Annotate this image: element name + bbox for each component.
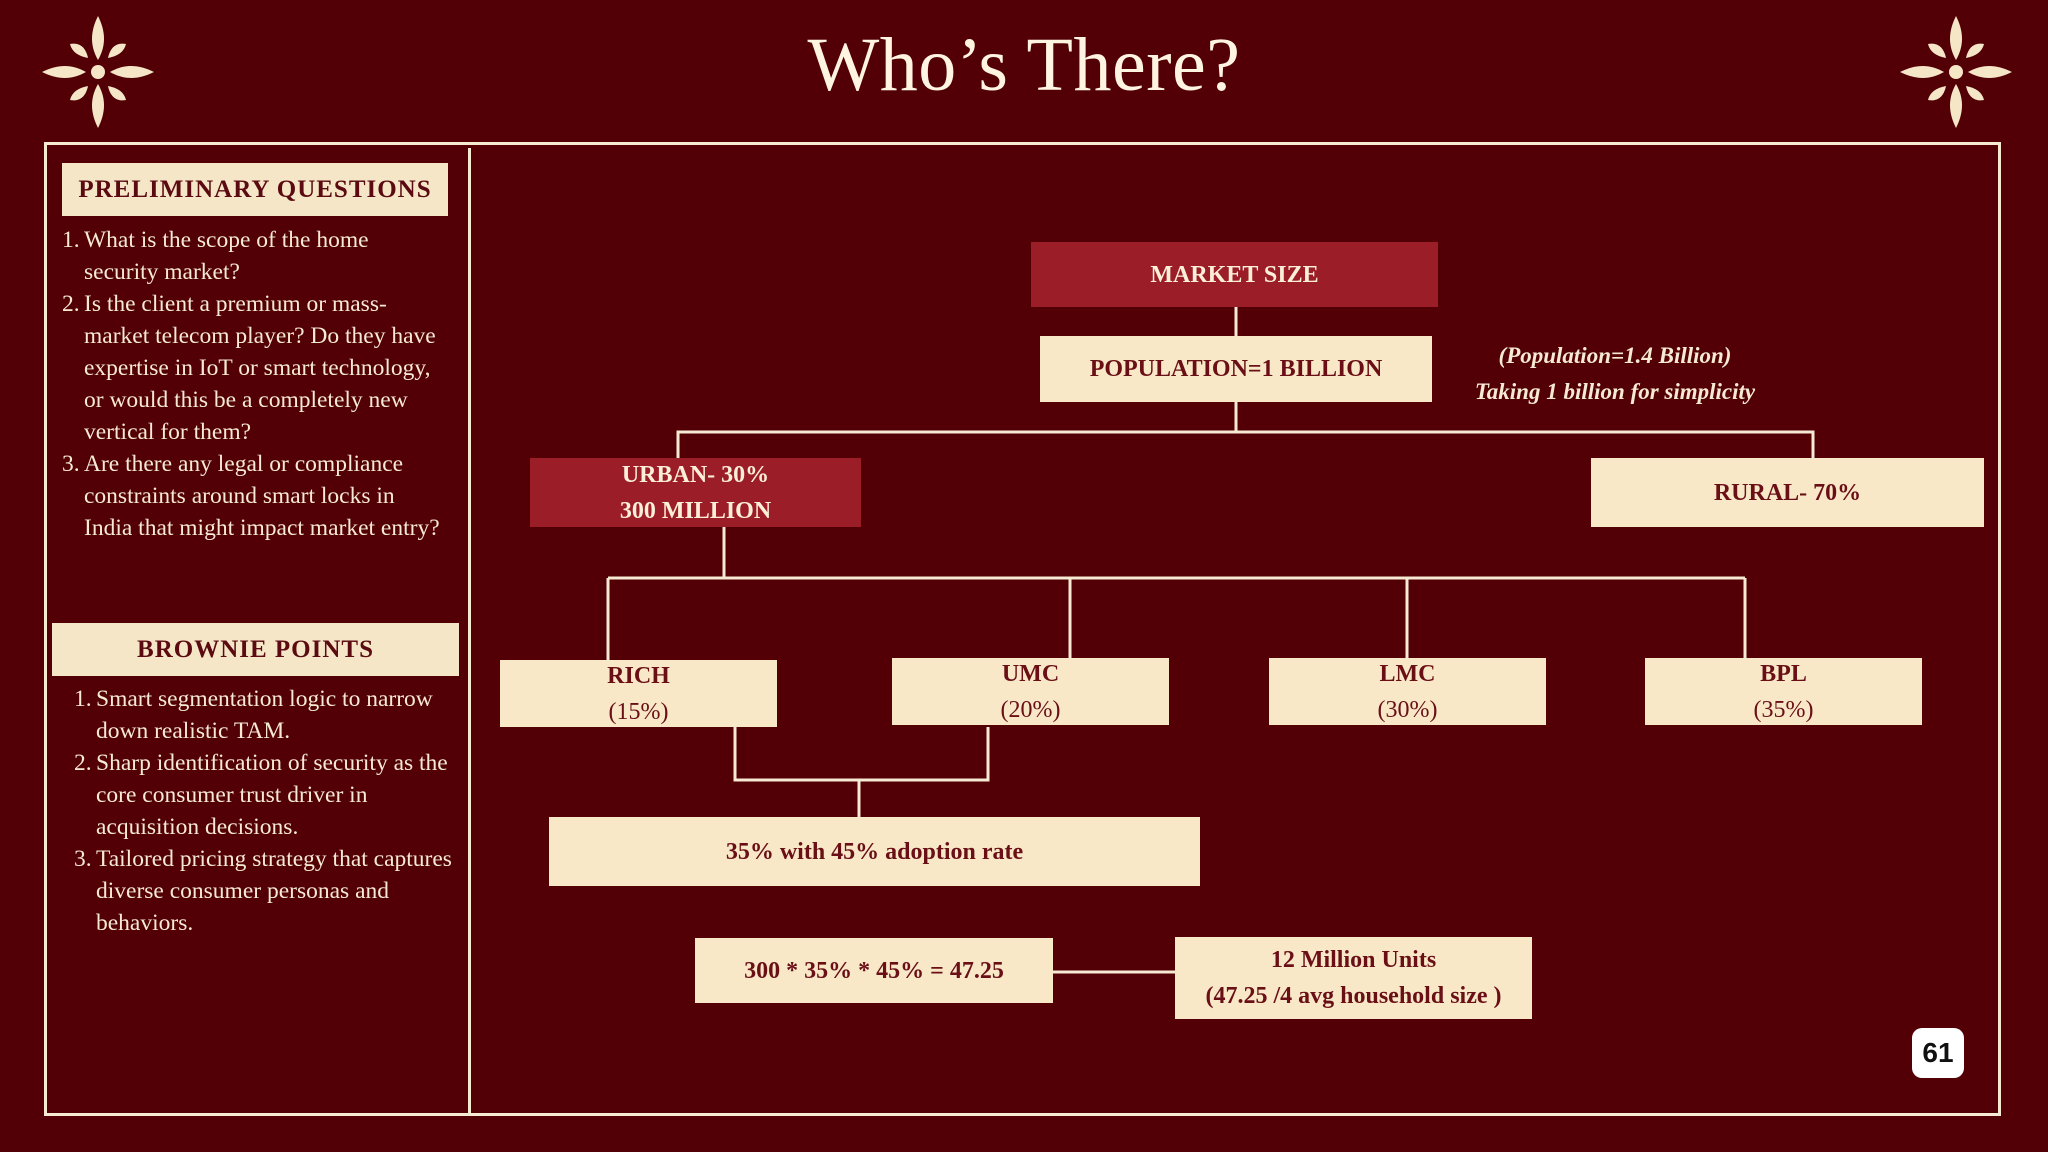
list-item-line: Smart segmentation logic to narrow [96,686,433,712]
list-item-line: market telecom player? Do they have [84,323,436,349]
market-size-label: MARKET SIZE [1150,261,1319,288]
list-item-line: Is the client a premium or mass- [84,291,387,317]
list-item: 2.Sharp identification of security as th… [74,747,464,843]
list-item-line: diverse consumer personas and [96,878,390,904]
rural-box: RURAL- 70% [1591,458,1984,527]
slide-title: Who’s There? [807,23,1241,107]
urban-value: 300 MILLION [619,497,772,524]
segment-umc-box: UMC (20%) [892,658,1169,725]
segment-name: LMC [1379,660,1436,687]
calculation-box: 300 * 35% * 45% = 47.25 [695,938,1053,1003]
segment-share: (30%) [1377,696,1438,723]
segment-name: BPL [1760,660,1807,687]
list-item: 3.Tailored pricing strategy that capture… [74,843,464,939]
rural-label: RURAL- 70% [1713,479,1862,506]
segment-share: (35%) [1753,696,1814,723]
brownie-points-list: 1.Smart segmentation logic to narrow down… [74,683,464,939]
list-item: 2.Is the client a premium or mass-market… [62,288,462,448]
list-item-line: constraints around smart locks in [84,483,395,509]
population-note-line: (Population=1.4 Billion) [1498,343,1732,368]
brownie-points-heading: BROWNIE POINTS [52,623,459,676]
list-item-number: 1. [62,227,80,253]
result-box: 12 Million Units (47.25 /4 avg household… [1175,937,1532,1019]
urban-box: URBAN- 30% 300 MILLION [530,458,861,527]
list-item-line: or would this be a completely new [84,387,408,413]
list-item-line: Tailored pricing strategy that captures [96,846,452,872]
list-item-number: 2. [62,291,80,317]
segment-name: UMC [1001,660,1060,687]
list-item-line: core consumer trust driver in [96,782,368,808]
result-label: 12 Million Units [1270,947,1437,973]
column-divider [468,148,471,1116]
floral-ornament-icon [1900,16,2012,128]
list-item-line: down realistic TAM. [96,718,291,744]
list-item-number: 3. [62,451,80,477]
page-number-badge: 61 [1912,1028,1964,1078]
list-item: 1.Smart segmentation logic to narrow down… [74,683,464,747]
list-item-line: Sharp identification of security as the [96,750,448,776]
population-label: POPULATION=1 BILLION [1089,356,1383,382]
preliminary-questions-list: 1.What is the scope of the home security … [62,224,462,544]
segment-lmc-box: LMC (30%) [1269,658,1546,725]
segment-share: (20%) [1000,696,1061,723]
list-item-line: Are there any legal or compliance [84,451,404,477]
list-item-line: India that might impact market entry? [84,515,440,541]
segment-share: (15%) [608,698,669,725]
population-note-line: Taking 1 billion for simplicity [1474,379,1756,404]
preliminary-questions-heading: PRELIMINARY QUESTIONS [62,163,448,216]
population-box: POPULATION=1 BILLION [1040,336,1432,402]
list-item-line: acquisition decisions. [96,814,299,840]
adoption-label: 35% with 45% adoption rate [725,838,1024,865]
urban-label: URBAN- 30% [621,461,770,488]
segment-name: RICH [607,662,670,689]
content-frame [44,142,2001,1116]
population-note: (Population=1.4 Billion) Taking 1 billio… [1440,338,1790,410]
market-size-box: MARKET SIZE [1031,242,1438,307]
result-detail: (47.25 /4 avg household size ) [1205,983,1502,1009]
list-item-line: behaviors. [96,910,194,936]
list-item-line: security market? [84,259,240,285]
list-item-line: What is the scope of the home [84,227,369,253]
list-item-number: 2. [74,750,92,776]
adoption-box: 35% with 45% adoption rate [549,817,1200,886]
list-item-number: 3. [74,846,92,872]
segment-rich-box: RICH (15%) [500,660,777,727]
list-item-line: vertical for them? [84,419,252,445]
list-item: 3.Are there any legal or compliance const… [62,448,462,544]
list-item: 1.What is the scope of the home security … [62,224,462,288]
segment-bpl-box: BPL (35%) [1645,658,1922,725]
list-item-line: expertise in IoT or smart technology, [84,355,431,381]
calculation-label: 300 * 35% * 45% = 47.25 [744,957,1004,984]
list-item-number: 1. [74,686,92,712]
floral-ornament-icon [42,16,154,128]
